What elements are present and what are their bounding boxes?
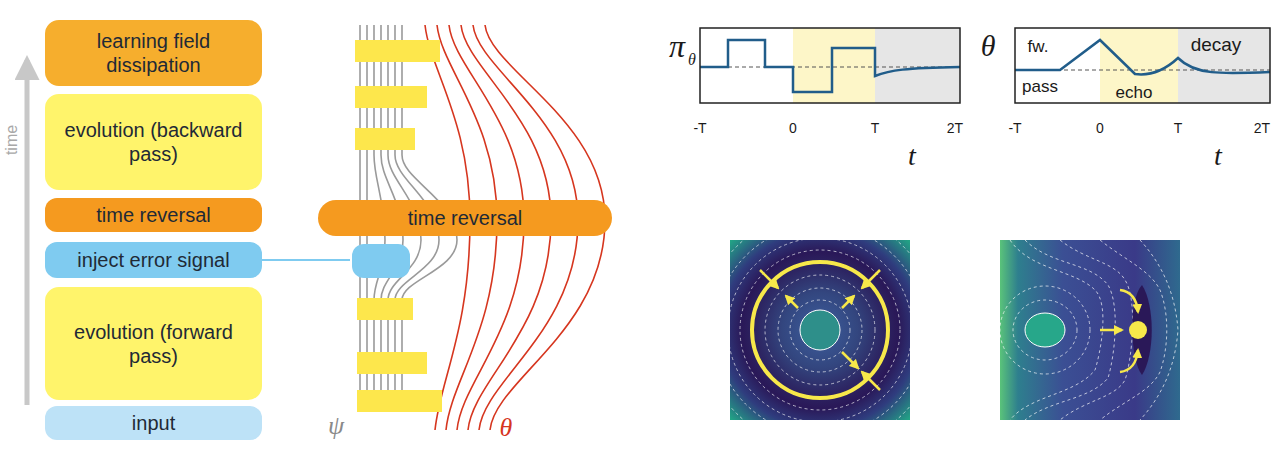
process-box: inject error signal	[45, 242, 262, 278]
process-box: learning field dissipation	[45, 20, 262, 86]
tick-label: T	[871, 121, 880, 135]
contour-limit-cycle	[730, 240, 910, 420]
axis-label: t	[1214, 142, 1222, 170]
region-label: decay	[1191, 35, 1242, 54]
plot-theta	[1015, 28, 1270, 103]
axis-label: time	[4, 125, 20, 155]
box-label: time reversal	[96, 203, 210, 227]
tick-label: -T	[1008, 121, 1021, 135]
tick-label: 2T	[947, 121, 963, 135]
time-reversal-band: time reversal	[318, 200, 612, 236]
process-box: evolution (forward pass)	[45, 287, 262, 400]
axis-label: θ	[981, 31, 996, 61]
box-label: time reversal	[408, 206, 522, 230]
box-label: evolution (forward pass)	[55, 320, 252, 368]
axis-label: t	[908, 142, 916, 170]
box-label: inject error signal	[77, 248, 229, 272]
leader-line	[262, 259, 350, 261]
tick-label: 2T	[1254, 121, 1270, 135]
box-label: learning field dissipation	[55, 29, 252, 77]
axis-subscript: θ	[688, 52, 696, 68]
process-box: evolution (backward pass)	[45, 94, 262, 190]
tick-label: 0	[789, 121, 797, 135]
box-label: input	[132, 411, 175, 435]
axis-label: π	[669, 30, 685, 62]
time-arrow	[25, 60, 30, 405]
region-label: echo	[1116, 84, 1153, 101]
wire-label: ψ	[328, 413, 344, 439]
process-box: time reversal	[45, 198, 262, 232]
tick-label: 0	[1096, 121, 1104, 135]
curve-label: pass	[1022, 78, 1058, 95]
contour-fixed-point	[1000, 240, 1180, 420]
curve-label: fw.	[1028, 38, 1049, 55]
tick-label: -T	[693, 121, 706, 135]
plot-pi	[700, 28, 960, 103]
input-box: input	[45, 406, 262, 440]
error-blob	[352, 244, 410, 278]
box-label: evolution (backward pass)	[55, 118, 252, 166]
tick-label: T	[1174, 121, 1183, 135]
parameter-label: θ	[500, 415, 513, 441]
